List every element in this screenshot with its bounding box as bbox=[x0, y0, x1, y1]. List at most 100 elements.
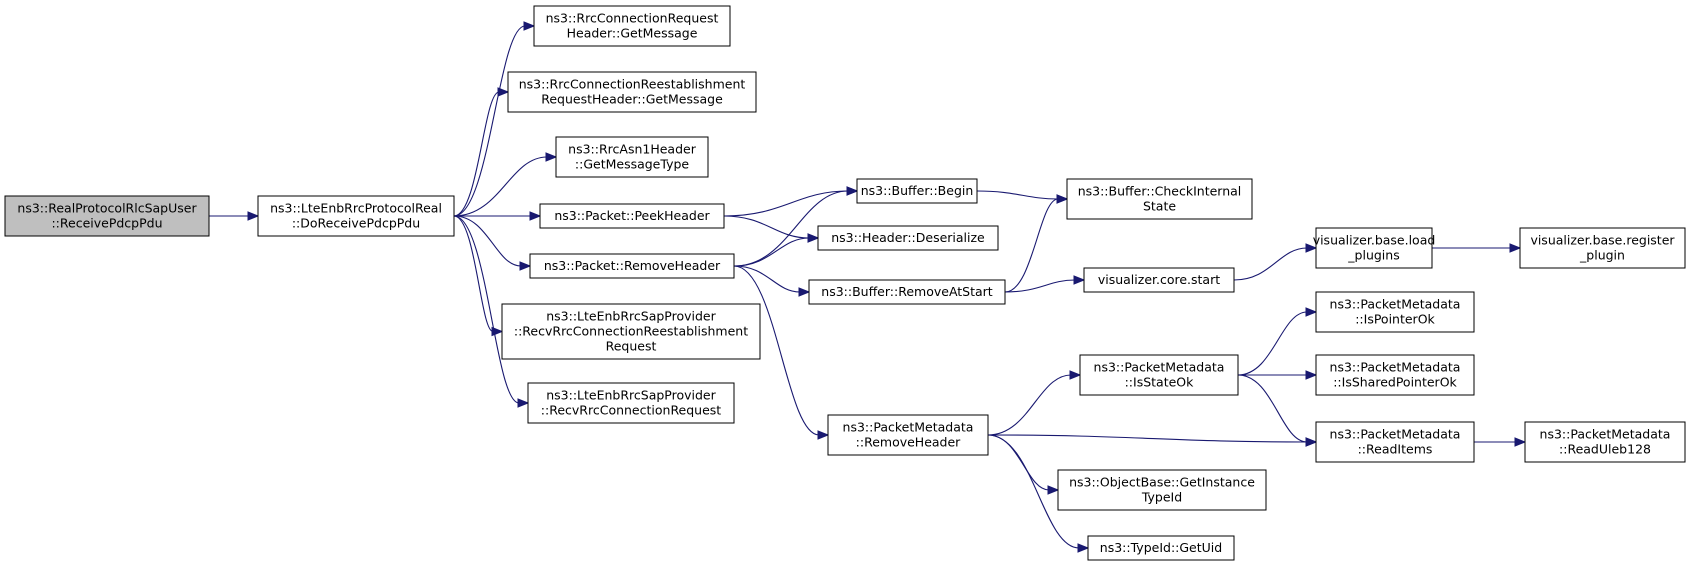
node-box[interactable] bbox=[527, 382, 735, 424]
node-label-line: ns3::Header::Deserialize bbox=[831, 230, 985, 245]
node-label-line: Header::GetMessage bbox=[567, 26, 698, 41]
node-ns3-packet-removeheader[interactable]: ns3::Packet::RemoveHeader bbox=[529, 253, 735, 279]
node-ns3-packetmetadata-readitems[interactable]: ns3::PacketMetadata::ReadItems bbox=[1315, 421, 1475, 463]
node-box[interactable] bbox=[501, 303, 761, 360]
arrowhead-n6-to-n16 bbox=[817, 430, 830, 440]
node-label-line: ns3::TypeId::GetUid bbox=[1100, 540, 1222, 555]
edge-n1-to-n4 bbox=[453, 156, 548, 217]
edge-n16-to-n17 bbox=[987, 374, 1072, 436]
node-label-line: TypeId bbox=[1141, 490, 1182, 505]
node-box[interactable] bbox=[257, 195, 455, 237]
node-box[interactable] bbox=[1083, 267, 1235, 293]
edge-n9-to-n11 bbox=[976, 190, 1059, 200]
node-box[interactable] bbox=[1519, 227, 1686, 269]
node-box[interactable] bbox=[856, 178, 978, 204]
edge-n1-to-n6 bbox=[453, 215, 522, 267]
node-box[interactable] bbox=[1066, 178, 1253, 220]
arrowhead-n12-to-n11 bbox=[1056, 194, 1069, 204]
node-ns3-lteenbrrcprotocolreal-doreceivepdcppdu[interactable]: ns3::LteEnbRrcProtocolReal::DoReceivePdc… bbox=[257, 195, 455, 237]
edge-n1-to-n2 bbox=[453, 25, 526, 217]
node-box[interactable] bbox=[1524, 421, 1686, 463]
node-label-line: ns3::RrcConnectionRequest bbox=[546, 11, 719, 26]
node-label-line: ::ReadUleb128 bbox=[1559, 442, 1651, 457]
node-label-line: ::GetMessageType bbox=[575, 157, 690, 172]
node-ns3-packet-peekheader[interactable]: ns3::Packet::PeekHeader bbox=[539, 203, 725, 229]
arrowhead-n1-to-n2 bbox=[523, 21, 536, 31]
node-label-line: ::IsSharedPointerOk bbox=[1333, 375, 1457, 390]
node-box[interactable] bbox=[555, 136, 709, 178]
arrowhead-n14-to-n15 bbox=[1509, 243, 1522, 253]
node-box[interactable] bbox=[1315, 421, 1475, 463]
node-ns3-rrcconnectionreestablishment-requestheader-getmessage[interactable]: ns3::RrcConnectionReestablishmentRequest… bbox=[507, 71, 757, 113]
node-box[interactable] bbox=[4, 195, 210, 237]
node-label-line: ::IsPointerOk bbox=[1355, 312, 1435, 327]
node-ns3-typeid-getuid[interactable]: ns3::TypeId::GetUid bbox=[1087, 535, 1235, 561]
arrowhead-n1-to-n8 bbox=[517, 398, 530, 408]
node-label-line: RequestHeader::GetMessage bbox=[541, 92, 723, 107]
node-ns3-packetmetadata-isstateok[interactable]: ns3::PacketMetadata::IsStateOk bbox=[1079, 354, 1239, 396]
node-label-line: ns3::ObjectBase::GetInstance bbox=[1069, 475, 1255, 490]
node-ns3-packetmetadata-readuleb128[interactable]: ns3::PacketMetadata::ReadUleb128 bbox=[1524, 421, 1686, 463]
arrowhead-n1-to-n3 bbox=[497, 87, 510, 97]
node-box[interactable] bbox=[1057, 469, 1267, 511]
node-label-line: ns3::PacketMetadata bbox=[1094, 360, 1225, 375]
edge-n16-to-n22 bbox=[987, 434, 1050, 491]
node-box[interactable] bbox=[1315, 227, 1433, 269]
node-label-line: ns3::LteEnbRrcSapProvider bbox=[546, 388, 716, 403]
node-label-line: ns3::Packet::PeekHeader bbox=[554, 208, 710, 223]
node-ns3-packetmetadata-issharedpointerok[interactable]: ns3::PacketMetadata::IsSharedPointerOk bbox=[1315, 354, 1475, 396]
node-ns3-rrcconnectionrequest-header-getmessage[interactable]: ns3::RrcConnectionRequestHeader::GetMess… bbox=[533, 5, 731, 47]
node-box[interactable] bbox=[539, 203, 725, 229]
edge-n1-to-n8 bbox=[453, 215, 520, 404]
arrowhead-n20-to-n21 bbox=[1514, 437, 1527, 447]
arrowhead-n1-to-n6 bbox=[519, 261, 532, 271]
node-box[interactable] bbox=[529, 253, 735, 279]
node-ns3-header-deserialize[interactable]: ns3::Header::Deserialize bbox=[817, 225, 999, 251]
node-label-line: ns3::Packet::RemoveHeader bbox=[544, 258, 721, 273]
edge-n1-to-n3 bbox=[453, 91, 500, 217]
node-label-line: visualizer.base.load bbox=[1313, 233, 1436, 248]
arrowhead-n17-to-n19 bbox=[1305, 370, 1318, 380]
node-ns3-buffer-removeatstart[interactable]: ns3::Buffer::RemoveAtStart bbox=[808, 279, 1006, 305]
node-box[interactable] bbox=[1087, 535, 1235, 561]
arrowhead-n12-to-n13 bbox=[1073, 275, 1086, 285]
edge-n17-to-n20 bbox=[1237, 374, 1308, 443]
node-ns3-rrcasn1header-getmessagetype[interactable]: ns3::RrcAsn1Header::GetMessageType bbox=[555, 136, 709, 178]
edge-n5-to-n10 bbox=[723, 215, 810, 239]
node-label-line: ::ReadItems bbox=[1358, 442, 1433, 457]
node-ns3-lteenbrrcsapprovider-recvrrcconnectionrequest[interactable]: ns3::LteEnbRrcSapProvider::RecvRrcConnec… bbox=[527, 382, 735, 424]
node-box[interactable] bbox=[817, 225, 999, 251]
node-ns3-buffer-begin[interactable]: ns3::Buffer::Begin bbox=[856, 178, 978, 204]
arrowhead-n17-to-n18 bbox=[1305, 307, 1318, 317]
node-box[interactable] bbox=[1315, 291, 1475, 333]
arrowhead-n16-to-n23 bbox=[1077, 543, 1090, 553]
node-ns3-packetmetadata-removeheader[interactable]: ns3::PacketMetadata::RemoveHeader bbox=[827, 414, 989, 456]
node-ns3-packetmetadata-ispointerok[interactable]: ns3::PacketMetadata::IsPointerOk bbox=[1315, 291, 1475, 333]
node-box[interactable] bbox=[808, 279, 1006, 305]
node-visualizer-base-register-plugin[interactable]: visualizer.base.register_plugin bbox=[1519, 227, 1686, 269]
node-label-line: ns3::LteEnbRrcSapProvider bbox=[546, 309, 716, 324]
node-label-line: visualizer.core.start bbox=[1098, 272, 1220, 287]
node-ns3-lteenbrrcsapprovider-recvrrcconnectionreestablishment-request[interactable]: ns3::LteEnbRrcSapProvider::RecvRrcConnec… bbox=[501, 303, 761, 360]
node-box[interactable] bbox=[1315, 354, 1475, 396]
node-label-line: ::IsStateOk bbox=[1125, 375, 1195, 390]
nodes-layer: ns3::RealProtocolRlcSapUser::ReceivePdcp… bbox=[4, 5, 1686, 561]
node-label-line: ::RecvRrcConnectionRequest bbox=[541, 403, 722, 418]
node-box[interactable] bbox=[1079, 354, 1239, 396]
node-label-line: ::ReceivePdcpPdu bbox=[51, 216, 162, 231]
arrowhead-n6-to-n9 bbox=[846, 186, 859, 196]
node-ns3-realprotocolrlcsapuser-receivepdcppdu[interactable]: ns3::RealProtocolRlcSapUser::ReceivePdcp… bbox=[4, 195, 210, 237]
arrowhead-n1-to-n4 bbox=[545, 152, 558, 162]
node-box[interactable] bbox=[533, 5, 731, 47]
node-label-line: _plugins bbox=[1347, 248, 1399, 263]
node-box[interactable] bbox=[507, 71, 757, 113]
node-label-line: ns3::PacketMetadata bbox=[1330, 297, 1461, 312]
node-visualizer-base-load-plugins[interactable]: visualizer.base.load_plugins bbox=[1313, 227, 1436, 269]
edge-n12-to-n13 bbox=[1004, 279, 1076, 293]
node-box[interactable] bbox=[827, 414, 989, 456]
node-visualizer-core-start[interactable]: visualizer.core.start bbox=[1083, 267, 1235, 293]
arrowhead-n16-to-n22 bbox=[1047, 485, 1060, 495]
